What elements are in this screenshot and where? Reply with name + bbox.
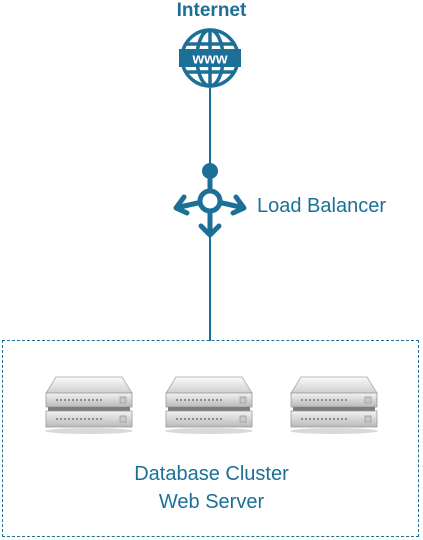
load-balancer-label: Load Balancer [257,195,386,217]
internet-label: Internet [176,0,247,21]
server-icon [165,376,253,434]
load-balancer-icon [173,163,247,238]
globe-www-text: www [191,51,227,68]
connector-internet-lb [209,88,211,170]
connector-lb-cluster [209,236,211,341]
globe-www-icon: www [179,28,241,88]
cluster-label-webserver: Web Server [158,491,265,513]
server-icon [45,376,133,434]
cluster-label-database: Database Cluster [134,463,289,485]
server-icon [290,376,378,434]
cluster-caption: Database Cluster Web Server [0,460,423,516]
cluster-boundary [2,340,419,537]
